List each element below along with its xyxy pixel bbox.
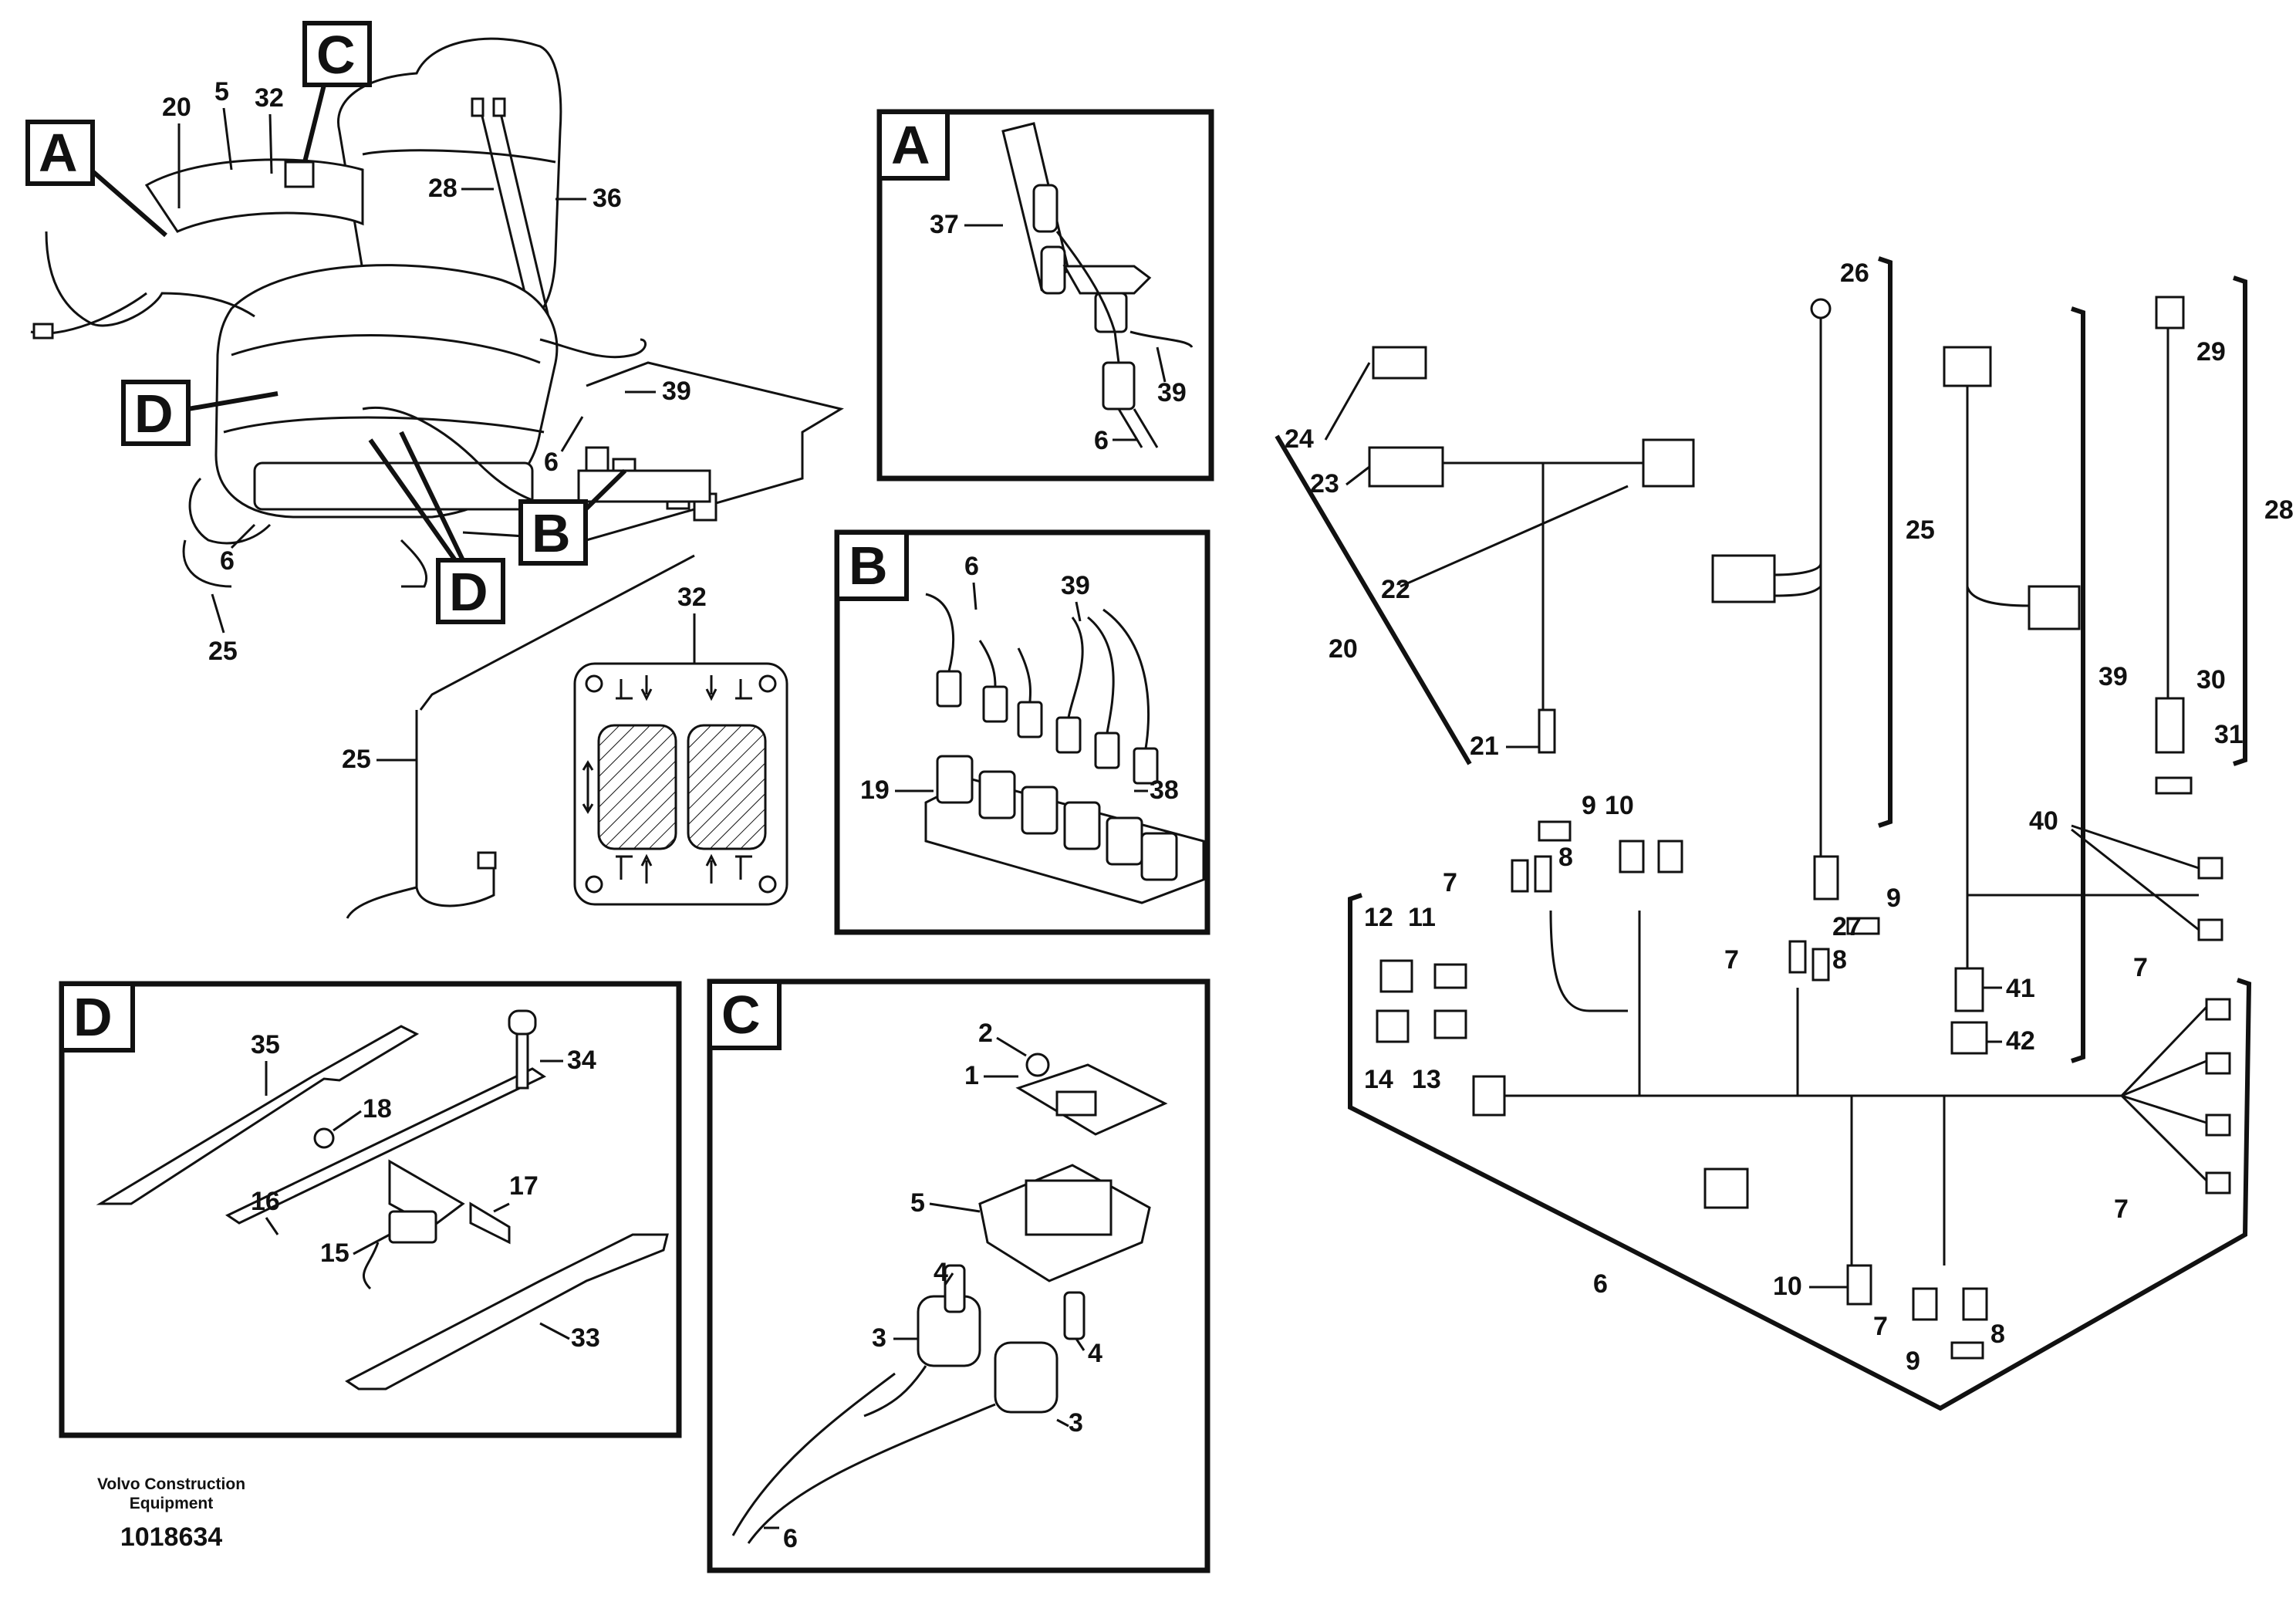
- part-number-label: 5: [214, 77, 229, 106]
- detail-a-letter: A: [39, 123, 78, 183]
- part-number-label: 7: [2133, 953, 2148, 982]
- part-number-label: 35: [251, 1030, 280, 1059]
- part-number-label: 26: [1840, 259, 1869, 288]
- part-number-label: 27: [1832, 912, 1862, 941]
- part-number-label: 6: [783, 1524, 798, 1553]
- part-number-label: 17: [509, 1171, 539, 1201]
- part-number-label: 12: [1364, 903, 1393, 932]
- footer: Volvo Construction Equipment 1018634: [97, 1475, 245, 1552]
- part-number-label: 3: [872, 1323, 886, 1353]
- seat-cushion: [214, 264, 559, 519]
- part-number-label: 33: [571, 1323, 600, 1353]
- part-number-label: 13: [1412, 1065, 1441, 1094]
- valve-block-main: [577, 446, 718, 522]
- part-number-label: 6: [1593, 1269, 1608, 1299]
- harness-layout: 24 23 22 20 21 9 26 25 29 28 30 31: [1275, 256, 2294, 1411]
- part-number-label: 36: [593, 184, 622, 213]
- part-number-label: 39: [662, 377, 691, 406]
- part-number-label: 7: [1873, 1312, 1888, 1341]
- solenoid-valves: [936, 670, 1178, 881]
- part-number-label: 9: [1582, 791, 1596, 820]
- part-number-label: 19: [860, 776, 890, 805]
- part-number-label: 41: [2006, 974, 2035, 1003]
- part-number-label: 10: [1773, 1272, 1802, 1301]
- part-number-label: 11: [1408, 903, 1436, 932]
- main-view-callouts: A C D D B: [25, 21, 627, 624]
- part-number-label: 4: [934, 1258, 948, 1287]
- part-number-label: 32: [677, 583, 707, 612]
- part-number-label: 8: [1990, 1320, 2005, 1349]
- detail-d-letter-1: D: [134, 384, 174, 444]
- drawing-number: 1018634: [120, 1522, 222, 1552]
- main-view-part-numbers: 20 5 32 28 36 39 6 6 25 32 25: [162, 77, 707, 774]
- detail-c-panel: C 2 1 5 4 3 4 3 6: [707, 978, 1210, 1573]
- part-number-label: 7: [2114, 1195, 2129, 1224]
- svg-text:D: D: [73, 987, 113, 1047]
- part-number-label: 2: [978, 1019, 993, 1048]
- part-number-label: 20: [162, 93, 191, 122]
- part-number-label: 30: [2196, 665, 2226, 694]
- part-number-label: 24: [1285, 424, 1314, 454]
- part-number-label: 42: [2006, 1026, 2035, 1056]
- detail-b-letter: B: [532, 503, 571, 563]
- seat-overview: [30, 37, 844, 919]
- part-number-label: 28: [428, 174, 458, 203]
- part-number-label: 7: [1724, 945, 1739, 975]
- part-number-label: 39: [2098, 662, 2128, 691]
- part-number-label: 21: [1470, 732, 1499, 761]
- detail-d-marker-2: [436, 558, 505, 624]
- part-number-label: 39: [1061, 571, 1090, 600]
- part-number-label: 8: [1558, 843, 1573, 872]
- part-number-label: 15: [320, 1238, 349, 1268]
- part-number-label: 6: [1094, 426, 1109, 455]
- part-number-label: 31: [2214, 720, 2244, 749]
- part-number-label: 25: [208, 637, 238, 666]
- detail-d-marker-1: [121, 380, 191, 446]
- part-number-label: 18: [363, 1094, 392, 1124]
- part-number-label: 7: [1443, 868, 1457, 897]
- part-number-label: 8: [1832, 945, 1847, 975]
- detail-d-panel: D 35 34 18 16 17 15 33: [59, 981, 682, 1438]
- part-number-label: 23: [1310, 469, 1339, 498]
- detail-c-letter: C: [316, 25, 356, 85]
- detail-a-panel: A 37 39 6: [876, 109, 1214, 482]
- decal-plate: [573, 662, 788, 906]
- part-number-label: 6: [220, 546, 235, 576]
- part-number-label: 5: [910, 1188, 925, 1218]
- part-number-label: 40: [2029, 806, 2058, 836]
- part-number-label: 16: [251, 1187, 280, 1216]
- part-number-label: 10: [1605, 791, 1634, 820]
- part-number-label: 32: [255, 83, 284, 113]
- svg-text:B: B: [849, 536, 888, 596]
- part-number-label: 38: [1150, 776, 1179, 805]
- detail-c-marker: [302, 21, 372, 87]
- part-number-label: 34: [567, 1046, 596, 1075]
- part-number-label: 37: [930, 210, 959, 239]
- part-number-label: 9: [1906, 1347, 1920, 1376]
- part-number-label: 4: [1088, 1339, 1102, 1368]
- part-number-label: 39: [1157, 378, 1187, 407]
- company-name-line2: Equipment: [130, 1495, 214, 1512]
- detail-b-marker: [518, 499, 588, 566]
- part-number-label: 6: [964, 552, 979, 581]
- part-number-label: 28: [2264, 495, 2294, 525]
- part-number-label: 29: [2196, 337, 2226, 367]
- detail-a-marker: [25, 120, 95, 186]
- svg-text:A: A: [891, 115, 930, 175]
- detail-d-letter-2: D: [449, 562, 488, 622]
- part-number-label: 20: [1329, 634, 1358, 664]
- part-number-label: 22: [1381, 575, 1410, 604]
- part-number-label: 6: [544, 448, 559, 477]
- detail-b-panel: B 6 39 19 38: [834, 529, 1210, 935]
- part-number-label: 3: [1069, 1408, 1083, 1438]
- part-number-label: 25: [1906, 515, 1935, 545]
- company-name-line1: Volvo Construction: [97, 1475, 245, 1493]
- part-number-label: 25: [342, 745, 371, 774]
- svg-text:C: C: [721, 985, 761, 1045]
- part-number-label: 9: [1886, 884, 1901, 913]
- part-number-label: 1: [964, 1061, 979, 1090]
- part-number-label: 14: [1364, 1065, 1393, 1094]
